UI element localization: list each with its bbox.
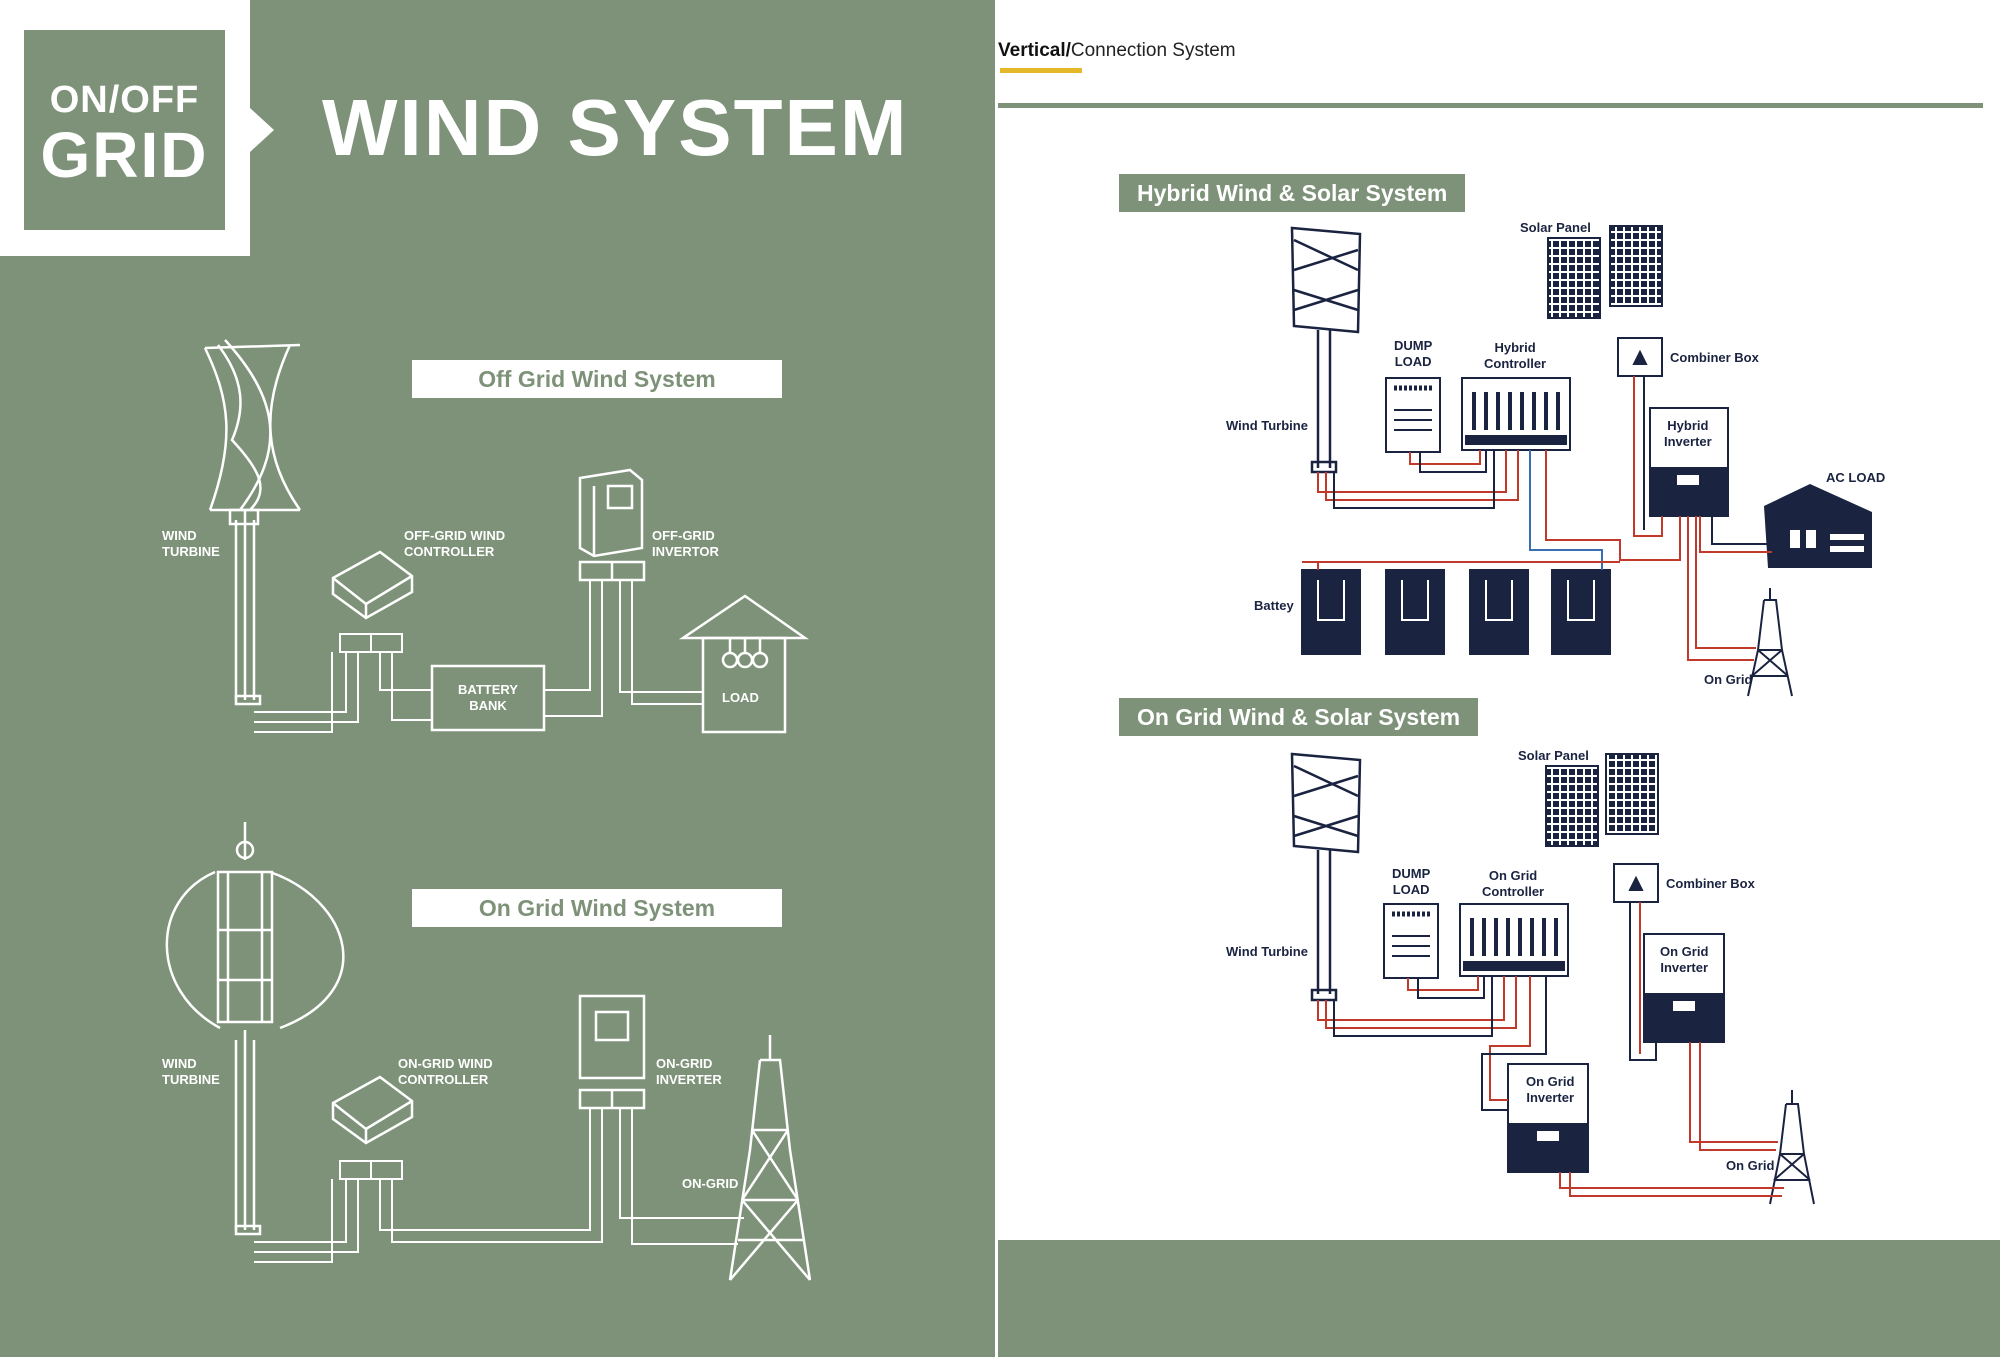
on-grid-dump-load-icon <box>1383 903 1439 979</box>
on-grid-controller-label: ON-GRID WIND CONTROLLER <box>398 1056 493 1087</box>
load-house-icon <box>678 594 809 734</box>
page-title: WIND SYSTEM <box>322 83 909 172</box>
off-grid-wiring <box>254 580 703 733</box>
on-grid-solar-turbine-icon <box>1290 752 1362 1002</box>
hybrid-solar-panel-label: Solar Panel <box>1520 220 1591 235</box>
hybrid-inverter-icon <box>1649 407 1729 517</box>
on-grid-inverter-top-icon <box>1643 933 1725 1043</box>
on-grid-inverter-bottom-icon <box>1507 1063 1589 1173</box>
ac-load-house-icon <box>1764 484 1872 568</box>
battery-label: Battey <box>1254 598 1294 613</box>
header-bold: Vertical/ <box>998 40 1071 61</box>
on-grid-controller-label: On Grid Controller <box>1482 868 1545 899</box>
arrow-right-icon <box>250 108 274 152</box>
off-grid-controller-label: OFF-GRID WIND CONTROLLER <box>404 528 506 559</box>
off-grid-title: Off Grid Wind System <box>412 360 782 398</box>
on-grid-inverter-icon <box>578 994 646 1110</box>
hybrid-on-grid-label: On Grid <box>1704 672 1753 687</box>
on-grid-solar-grid-label: On Grid <box>1726 1158 1775 1173</box>
badge-line-1: ON/OFF <box>49 79 200 121</box>
on-grid-solar-wiring <box>1317 902 1784 1197</box>
on-grid-solar-panel-icon <box>1545 753 1659 847</box>
on-grid-inverter-bottom-label: On Grid Inverter <box>1526 1074 1575 1105</box>
on-grid-wind-turbine-label: Wind Turbine <box>1226 944 1308 959</box>
hybrid-wind-turbine-label: Wind Turbine <box>1226 418 1308 433</box>
on-grid-dump-load-label: DUMP LOAD <box>1392 866 1431 897</box>
on-grid-combiner-box-icon <box>1613 863 1659 903</box>
hybrid-combiner-box-label: Combiner Box <box>1670 350 1759 365</box>
hybrid-controller-label: Hybrid Controller <box>1484 340 1547 371</box>
section-header: Vertical/Connection System <box>998 40 1236 62</box>
hybrid-grid-tower-icon <box>1747 588 1793 697</box>
badge-line-2: GRID <box>40 119 209 191</box>
hybrid-inverter-label: Hybrid Inverter <box>1664 418 1712 449</box>
load-label: LOAD <box>722 690 759 705</box>
badge <box>24 30 225 230</box>
grid-tower-icon <box>728 1035 812 1281</box>
on-grid-wiring <box>254 1108 744 1263</box>
panel-divider <box>995 0 1000 1357</box>
hybrid-solar-panel-icon <box>1547 225 1663 319</box>
off-grid-turbine-icon <box>203 339 302 706</box>
bottom-band <box>998 1240 2000 1357</box>
on-grid-controller-box-icon <box>1459 903 1569 977</box>
header-underline <box>1000 68 1082 73</box>
battery-bank-label: BATTERY BANK <box>458 682 518 713</box>
hybrid-controller-icon <box>1461 377 1571 451</box>
on-grid-combiner-box-label: Combiner Box <box>1666 876 1755 891</box>
hybrid-wiring <box>1302 376 1772 661</box>
on-grid-label: ON-GRID <box>682 1176 739 1191</box>
header-rest: Connection System <box>1070 40 1236 61</box>
hybrid-combiner-box-icon <box>1617 337 1663 377</box>
on-grid-controller-icon <box>331 1075 414 1145</box>
on-grid-turbine-label: WIND TURBINE <box>162 1056 220 1087</box>
off-grid-controller-icon <box>331 550 414 620</box>
hybrid-turbine-icon <box>1290 226 1362 474</box>
battery-bank-icon <box>430 664 546 732</box>
off-grid-invertor-icon <box>578 468 646 582</box>
header-rule <box>998 103 1983 108</box>
on-grid-terminal-icon <box>339 1160 403 1180</box>
off-grid-terminal-icon <box>339 633 403 653</box>
on-grid-inverter-top-label: On Grid Inverter <box>1660 944 1709 975</box>
hybrid-title: Hybrid Wind & Solar System <box>1119 174 1466 212</box>
on-grid-inverter-label: ON-GRID INVERTER <box>656 1056 722 1087</box>
on-grid-solar-title: On Grid Wind & Solar System <box>1119 698 1479 736</box>
hybrid-dump-load-icon <box>1385 377 1441 453</box>
off-grid-turbine-label: WIND TURBINE <box>162 528 220 559</box>
off-grid-invertor-label: OFF-GRID INVERTOR <box>652 528 719 559</box>
on-grid-solar-tower-icon <box>1769 1090 1815 1205</box>
hybrid-battery-bank-icon <box>1301 569 1611 655</box>
ac-load-label: AC LOAD <box>1826 470 1886 485</box>
on-grid-title: On Grid Wind System <box>412 889 782 927</box>
on-grid-solar-panel-label: Solar Panel <box>1518 748 1589 763</box>
on-grid-turbine-icon <box>165 822 345 1236</box>
hybrid-dump-load-label: DUMP LOAD <box>1394 338 1433 369</box>
